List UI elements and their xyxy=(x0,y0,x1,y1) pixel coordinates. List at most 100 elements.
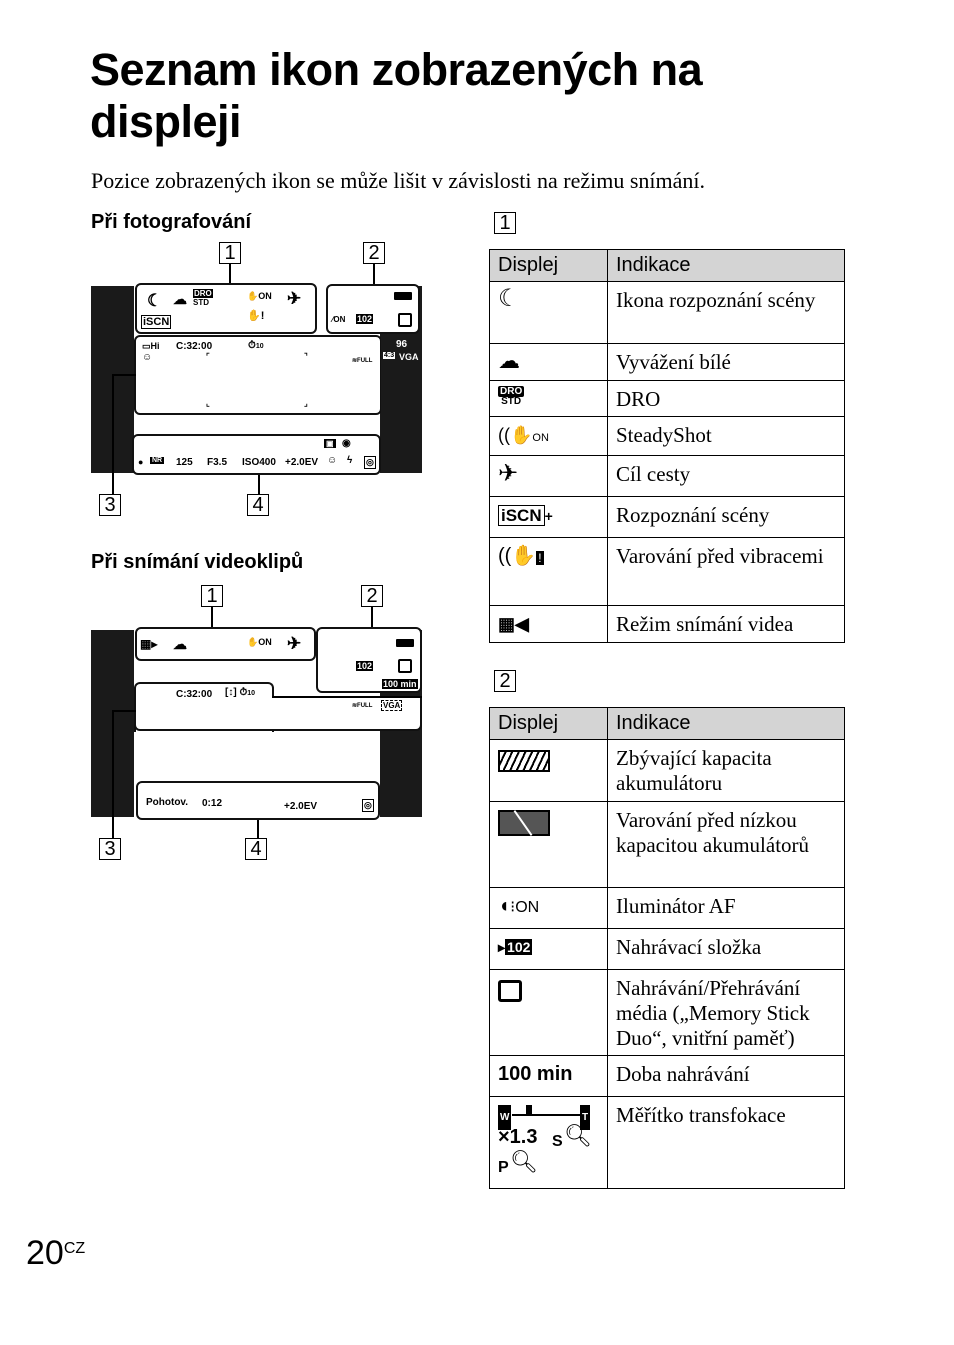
photo-callout-1: 1 xyxy=(219,242,241,264)
video-callout-4: 4 xyxy=(245,838,267,860)
aspect-ratio: 4:3 xyxy=(383,352,396,359)
scene-night-icon: ☾ xyxy=(147,291,163,310)
video-callout-3: 3 xyxy=(99,838,121,860)
exposure-value: +2.0EV xyxy=(285,457,319,468)
memory-media-icon xyxy=(398,313,412,327)
table2-header-meaning: Indikace xyxy=(607,707,845,740)
white-balance-cloudy-icon: ☁ xyxy=(498,348,520,373)
flash-icon: ϟ xyxy=(347,455,353,466)
dro-std-icon: DRO STD xyxy=(498,386,525,407)
shutter-speed: 125 xyxy=(176,457,193,468)
counter-text: C:32:00 xyxy=(176,341,213,352)
video-section-heading: Při snímání videoklipů xyxy=(91,551,304,573)
table2-row-meaning: Varování před nízkou kapacitou akumuláto… xyxy=(607,801,845,888)
icon-table-2: Displej Indikace Zbývající kapacita akum… xyxy=(489,707,845,1189)
af-illuminator-icon: ⁄ON xyxy=(332,315,346,324)
recording-folder-icon: ▸102 xyxy=(498,939,533,955)
shake-dot-icon: ● xyxy=(138,457,144,467)
self-timer-icon: ⏱10 xyxy=(248,340,264,351)
video-panel-1: ▦▸ ☁ ✋ON ✈ xyxy=(135,627,316,661)
video-panel-2: 102 100 min xyxy=(316,627,422,693)
table1-row-meaning: DRO xyxy=(607,380,845,417)
steadyshot-on-icon: ✋ON xyxy=(247,637,272,647)
intro-text: Pozice zobrazených ikon se může lišit v … xyxy=(91,168,705,193)
white-balance-cloudy-icon: ☁ xyxy=(173,291,187,307)
image-quality-fine-icon: ≋FULL xyxy=(352,358,373,364)
photo-panel-2: ⁄ON 102 xyxy=(326,284,420,334)
table1-row-meaning: Varování před vibracemi xyxy=(607,537,845,606)
image-size: VGA xyxy=(381,700,403,711)
metering-mode-icon: ◎ xyxy=(364,456,376,469)
table2-row-meaning: Nahrávací složka xyxy=(607,928,845,970)
metering-mode-icon: ◎ xyxy=(362,799,374,812)
table2-header-display: Displej xyxy=(489,707,608,740)
standby-label: Pohotov. xyxy=(146,797,189,808)
table1-row-meaning: Ikona rozpoznání scény xyxy=(607,281,845,344)
image-size: VGA xyxy=(399,352,419,362)
video-panel-4: Pohotov. 0:12 +2.0EV ◎ xyxy=(136,781,380,820)
smile-icon: ☺ xyxy=(327,455,338,466)
table1-row-meaning: Režim snímání videa xyxy=(607,605,845,643)
photo-callout-3: 3 xyxy=(99,494,121,516)
battery-full-icon xyxy=(394,292,412,300)
vibration-warning-icon: ((✋! xyxy=(498,545,544,567)
memory-media-icon xyxy=(398,659,412,673)
table2-label: 2 xyxy=(494,670,516,692)
af-frame-top-left: ⌜ xyxy=(206,352,210,361)
iscn-plus-icon: iSCN xyxy=(498,505,545,526)
photo-callout-4: 4 xyxy=(247,494,269,516)
table1-header-display: Displej xyxy=(489,249,608,282)
photo-callout-2: 2 xyxy=(363,242,385,264)
destination-airplane-icon: ✈ xyxy=(498,460,519,487)
exposure-value: +2.0EV xyxy=(284,801,318,812)
scene-night-icon: ☾ xyxy=(498,285,520,312)
af-frame-bottom-right: ⌟ xyxy=(304,399,308,408)
movie-mode-icon: ▦◀ xyxy=(498,614,529,634)
iso-value: ISO400 xyxy=(242,457,276,468)
burst-hi-icon: ▭Hi xyxy=(142,341,160,351)
battery-full-icon xyxy=(396,639,414,647)
standby-time: 0:12 xyxy=(202,798,223,809)
metering-icon: ▣ xyxy=(324,439,336,448)
table1-row-meaning: Cíl cesty xyxy=(607,455,845,497)
aperture-value: F3.5 xyxy=(207,457,228,468)
page-number: 20CZ xyxy=(26,1234,86,1272)
table1-label: 1 xyxy=(494,212,516,234)
af-illuminator-icon: ◖⁝ON xyxy=(498,895,540,917)
video-callout-2: 2 xyxy=(361,585,383,607)
battery-low-warning-icon xyxy=(498,810,550,836)
image-quality-icon: ≋FULL xyxy=(352,703,373,709)
table2-row-meaning: Iluminátor AF xyxy=(607,887,845,929)
counter-text: C:32:00 xyxy=(176,689,213,700)
vibration-warning-icon: ✋! xyxy=(247,310,265,322)
destination-airplane-icon: ✈ xyxy=(287,634,302,653)
steadyshot-on-icon: ✋ON xyxy=(247,291,272,301)
table1-row-meaning: SteadyShot xyxy=(607,416,845,456)
table2-row-meaning: Zbývající kapacita akumulátoru xyxy=(607,739,845,802)
video-callout-1: 1 xyxy=(201,585,223,607)
table1-row-meaning: Rozpoznání scény xyxy=(607,496,845,538)
red-eye-icon: ◉ xyxy=(342,438,351,449)
battery-full-icon xyxy=(498,750,550,772)
recording-time: 100 min xyxy=(382,679,418,689)
destination-airplane-icon: ✈ xyxy=(287,289,302,308)
table2-row-meaning: Doba nahrávání xyxy=(607,1055,845,1097)
iscn-plus-icon: iSCN xyxy=(141,315,172,329)
movie-mode-icon: ▦▸ xyxy=(140,637,158,651)
face-detection-icon: ☺ xyxy=(142,352,153,363)
table1-header-meaning: Indikace xyxy=(607,249,845,282)
steadyshot-on-icon: ((✋ON xyxy=(498,425,549,445)
zoom-scale-icon: W T ×1.3 S 🔍︎ P 🔍︎ xyxy=(498,1103,592,1181)
page-title: Seznam ikon zobrazených na displeji xyxy=(90,44,703,147)
recording-folder-icon: 102 xyxy=(356,661,374,671)
af-frame-bottom-left: ⌞ xyxy=(206,399,210,408)
self-timer-icon: [↕] ⏱10 xyxy=(225,687,256,698)
recording-time-text: 100 min xyxy=(498,1063,573,1085)
memory-media-icon xyxy=(498,980,522,1002)
photo-panel-4: ▣ ◉ ● NR 125 F3.5 ISO400 +2.0EV ☺ ϟ ◎ xyxy=(132,434,381,475)
shots-remaining: 96 xyxy=(396,339,408,350)
photo-section-heading: Při fotografování xyxy=(91,211,252,233)
table2-row-meaning: Nahrávání/Přehrávání média („Memory Stic… xyxy=(607,969,845,1056)
